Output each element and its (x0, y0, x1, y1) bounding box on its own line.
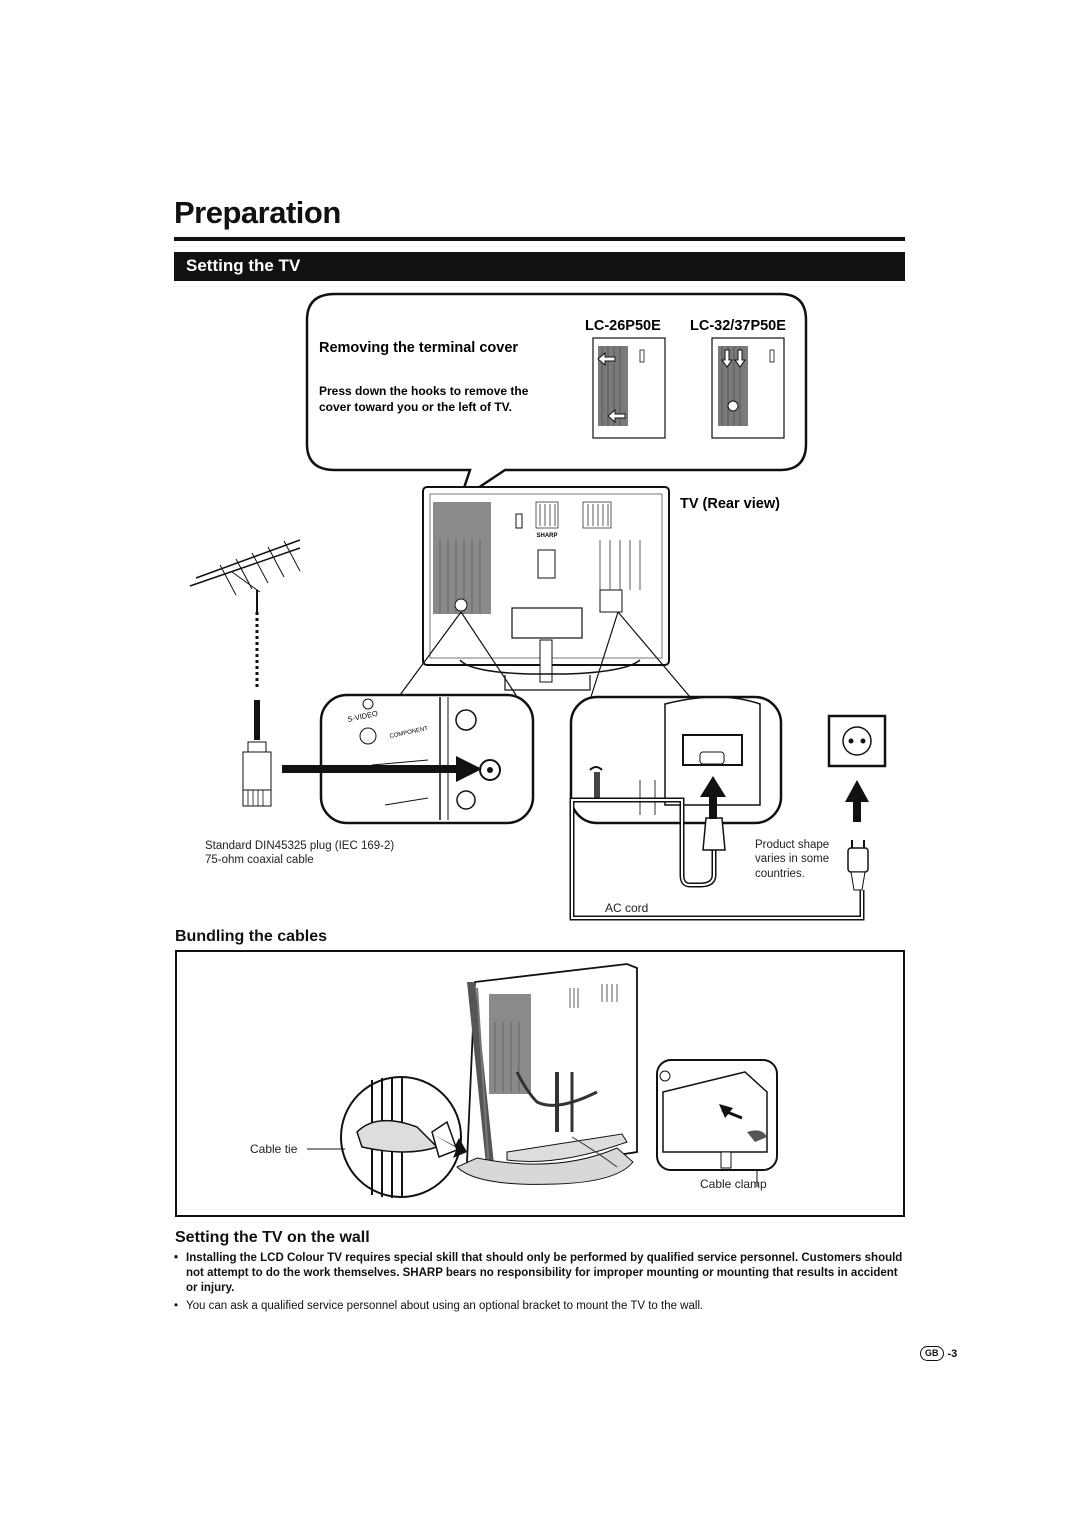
tv-rear-view: SHARP (422, 486, 670, 691)
plug-note-2: varies in some (755, 853, 829, 865)
setup-illustration: SHARP (189, 292, 887, 921)
plug-note-1: Product shape (755, 839, 829, 851)
zoom-lines (399, 611, 691, 701)
region-badge: GB (920, 1346, 944, 1361)
antenna-terminal-callout: S-VIDEO COMPONENT (319, 693, 535, 825)
connect-antenna-arrow (282, 756, 482, 782)
connect-power-arrow (700, 776, 726, 819)
antenna-caption-2: 75-ohm coaxial cable (205, 854, 314, 866)
ac-cord (569, 797, 865, 921)
plug-note-3: countries. (755, 868, 805, 880)
section-title: Setting the TV (186, 256, 301, 275)
title-rule (174, 237, 905, 241)
model-label-lc32-37: LC-32/37P50E (690, 318, 786, 334)
wall-outlet (827, 714, 887, 891)
antenna-caption-1: Standard DIN45325 plug (IEC 169-2) (205, 840, 394, 852)
section-header: Setting the TV (174, 252, 905, 281)
cable-tie-detail (340, 1076, 467, 1198)
wall-mount-warning: Installing the LCD Colour TV requires sp… (174, 1251, 906, 1296)
wall-mount-bracket-note: You can ask a qualified service personne… (174, 1299, 906, 1314)
brand-logo: SHARP (536, 533, 557, 539)
bundling-frame: Cable tie Cable clamp (175, 950, 905, 1217)
tv-rear-angled (456, 963, 638, 1185)
wall-mount-notes: Installing the LCD Colour TV requires sp… (174, 1251, 906, 1317)
terminal-cover-instruction-2: cover toward you or the left of TV. (319, 400, 512, 414)
rear-view-label: TV (Rear view) (680, 496, 780, 512)
wall-mount-heading: Setting the TV on the wall (175, 1229, 370, 1246)
ac-inlet-callout (569, 695, 783, 825)
lc32-37-thumbnail (711, 337, 785, 439)
page-footer: GB -3 (920, 1346, 957, 1361)
cable-tie-label: Cable tie (250, 1142, 298, 1156)
bundling-heading: Bundling the cables (175, 928, 328, 945)
page-number: -3 (947, 1347, 958, 1360)
antenna-illustration (189, 539, 301, 807)
terminal-cover-callout (305, 292, 808, 504)
ac-cord-label: AC cord (605, 901, 648, 915)
model-label-lc26: LC-26P50E (585, 318, 661, 334)
cable-clamp-label: Cable clamp (700, 1177, 767, 1191)
terminal-cover-heading: Removing the terminal cover (319, 340, 518, 356)
lc26-thumbnail (592, 337, 666, 439)
page-title: Preparation (174, 195, 341, 230)
bundling-illustration: Cable tie Cable clamp (250, 963, 778, 1198)
cable-clamp-detail (656, 1059, 778, 1187)
terminal-cover-instruction-1: Press down the hooks to remove the (319, 384, 529, 398)
